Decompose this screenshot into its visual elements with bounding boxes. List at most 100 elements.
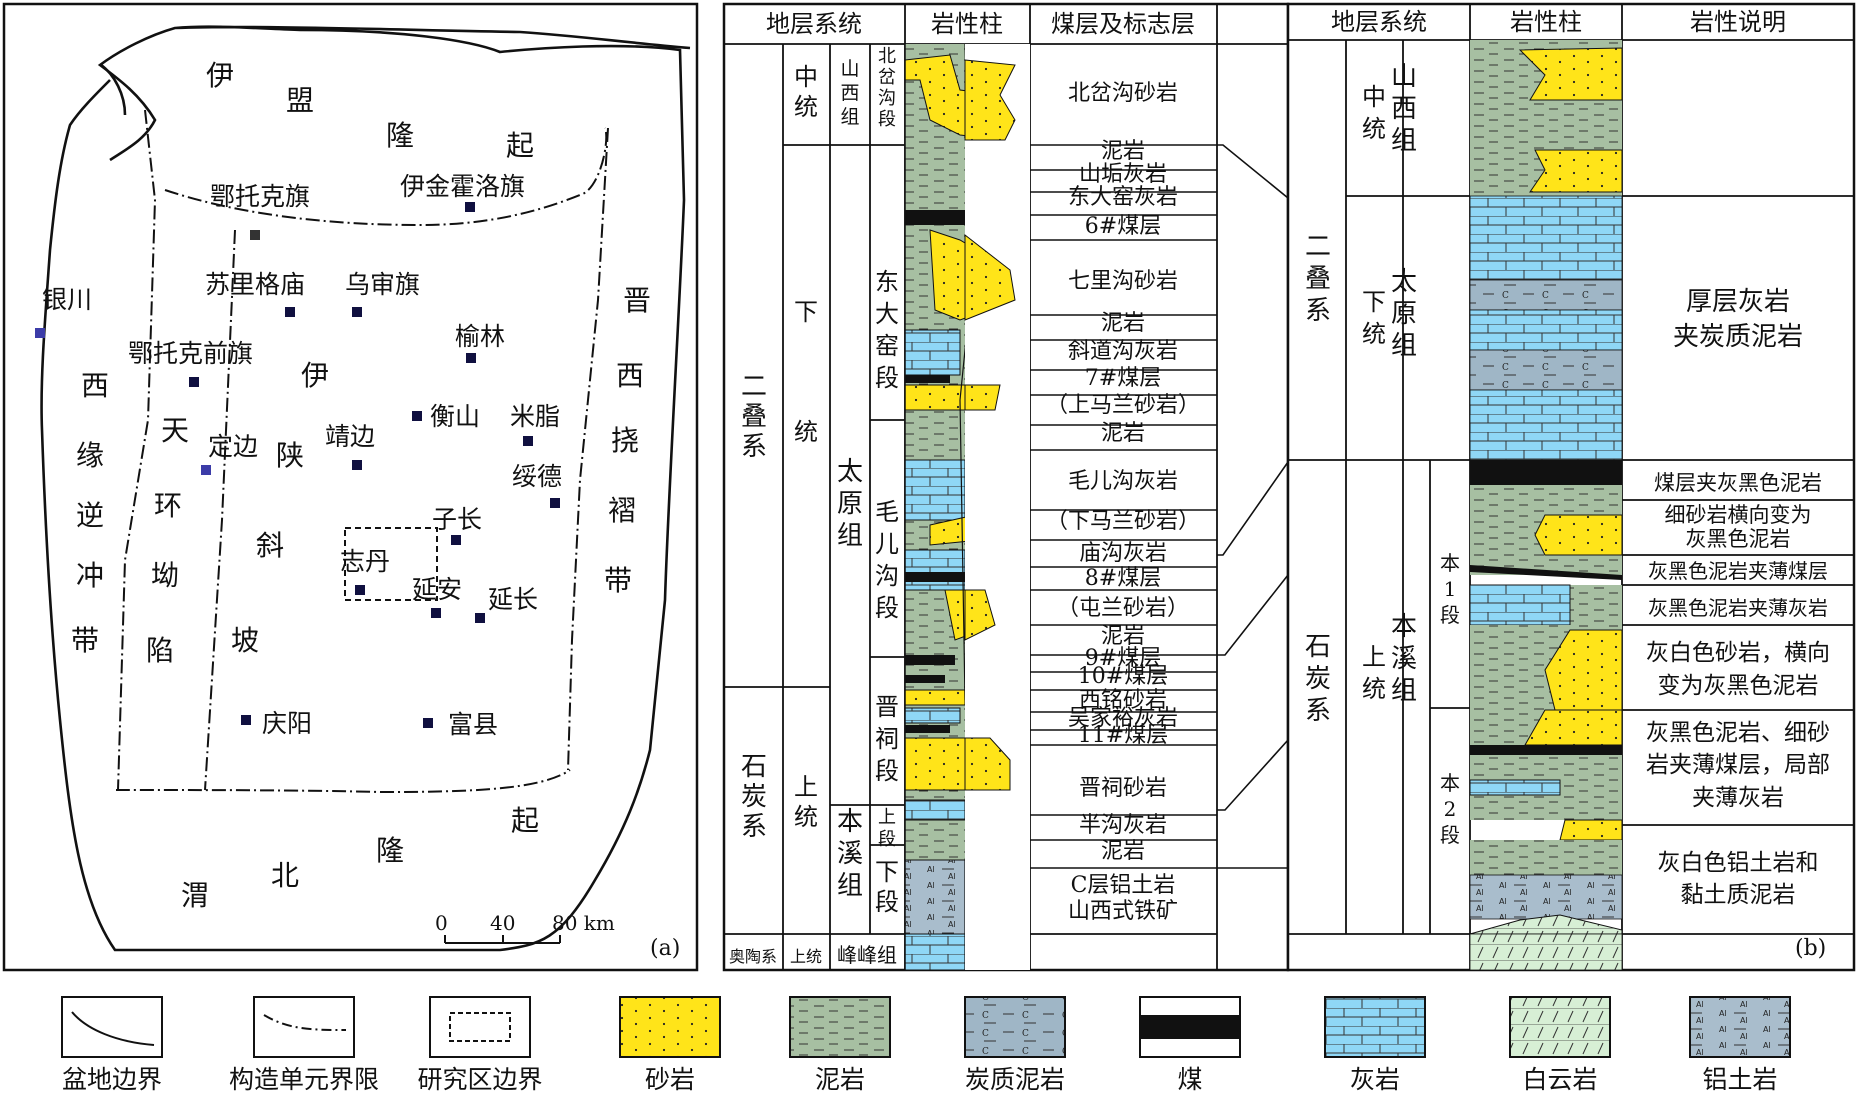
description-label: 夹薄灰岩	[1692, 785, 1784, 811]
city-marker	[352, 460, 362, 470]
city-marker	[189, 377, 199, 387]
description-label: 灰白色铝土岩和	[1658, 850, 1819, 876]
col-a-member-jinci-char: 晋	[875, 693, 899, 721]
col-a-member-maoergou-char: 沟	[875, 562, 899, 590]
unit-jinxi-char: 晋	[623, 284, 651, 317]
city-label: 靖边	[325, 422, 375, 451]
unit-weibei-char: 渭	[181, 879, 209, 912]
col-b-system-carboniferous-char: 系	[1305, 696, 1331, 726]
col-a-formation-taiyuan-char: 原	[837, 489, 863, 519]
city-marker	[451, 535, 461, 545]
city-marker	[466, 353, 476, 363]
marker-bed-label: （屯兰砂岩）	[1057, 596, 1189, 621]
col-a-series-lower-char: 统	[794, 418, 818, 446]
col-b-member-ben1-char: 1	[1444, 577, 1457, 601]
marker-bed-label: 泥岩	[1101, 421, 1145, 446]
unit-jinxi-char: 带	[604, 564, 632, 597]
col-b-member-ben2-char: 本	[1440, 771, 1460, 795]
description-label: 细砂岩横向变为	[1665, 503, 1812, 527]
col-a-system-carboniferous-char: 石	[741, 752, 767, 782]
description-label: 黏土质泥岩	[1681, 882, 1796, 908]
unit-tianhuan-char: 环	[154, 489, 182, 522]
marker-bed-label: 庙沟灰岩	[1079, 541, 1167, 566]
unit-xiyuan-char: 缘	[76, 439, 104, 472]
col-a-member-beichagou-char: 岔	[878, 67, 896, 88]
col-a-member-beichagou-char: 沟	[878, 88, 896, 109]
study-area-boundary	[344, 527, 438, 601]
col-b-system-permian-char: 系	[1305, 296, 1331, 326]
description-label: 灰黑色泥岩、细砂	[1646, 720, 1830, 746]
city-marker	[412, 411, 422, 421]
marker-bed-label: 半沟灰岩	[1079, 813, 1167, 838]
city-label: 绥德	[512, 462, 562, 491]
col-a-series-upper-char: 统	[794, 803, 818, 831]
unit-yimeng-char: 隆	[386, 119, 414, 152]
marker-bed-label: 7#煤层	[1085, 366, 1161, 391]
legend-unit-line	[263, 1014, 347, 1031]
stratigraphic-column-b: 地层系统岩性柱岩性说明二叠系石炭系中统下统上统山西组太原组本溪组本1段本2段厚层…	[1286, 2, 1856, 972]
legend-label: 构造单元界限	[229, 1065, 379, 1094]
marker-bed-label: 西铭砂岩	[1079, 688, 1167, 713]
col-a-member-lower-char: 段	[875, 888, 899, 916]
unit-jinxi-char: 挠	[611, 424, 639, 457]
city-marker	[550, 498, 560, 508]
legend-coal-band	[1140, 1015, 1240, 1039]
col-b-formation-shanxi-char: 西	[1391, 94, 1417, 124]
col-b-formation-benxi-char: 本	[1391, 612, 1417, 642]
lithology-column-b	[1469, 40, 1623, 971]
legend-study-box	[449, 1012, 511, 1042]
col-a-member-maoergou-char: 毛	[875, 498, 899, 526]
city-marker	[352, 307, 362, 317]
col-b-system-carboniferous-char: 石	[1305, 632, 1331, 662]
col-a-header-lithology: 岩性柱	[931, 10, 1003, 38]
legend-label: 炭质泥岩	[965, 1065, 1065, 1094]
city-label: 鄂托克前旗	[128, 339, 253, 368]
col-b-system-permian-char: 二	[1305, 232, 1331, 262]
legend-swatch	[1324, 996, 1426, 1058]
col-a-system-permian-char: 二	[741, 372, 767, 402]
legend-swatch	[789, 996, 891, 1058]
col-a-member-maoergou-char: 段	[875, 594, 899, 622]
col-a-series-upper-ord: 上统	[790, 947, 822, 966]
description-label: 岩夹薄煤层，局部	[1646, 752, 1830, 778]
city-marker	[523, 436, 533, 446]
panel-b-label: (b)	[1795, 936, 1826, 961]
legend-swatch	[1689, 996, 1791, 1058]
legend-label: 研究区边界	[417, 1065, 542, 1094]
col-a-member-upper-char: 上	[878, 807, 896, 828]
correlation-lines	[1217, 144, 1289, 869]
legend-swatch	[1509, 996, 1611, 1058]
legend-basin-line	[71, 1011, 155, 1046]
map-frame	[2, 2, 699, 972]
city-marker	[355, 585, 365, 595]
legend-label: 铝土岩	[1702, 1065, 1777, 1094]
col-a-member-jinci-char: 段	[875, 757, 899, 785]
unit-weibei-char: 起	[511, 804, 539, 837]
col-b-formation-taiyuan-char: 组	[1391, 331, 1417, 361]
legend: 盆地边界构造单元界限研究区边界砂岩泥岩炭质泥岩煤灰岩白云岩铝土岩	[61, 996, 1791, 1094]
marker-bed-label: 七里沟砂岩	[1068, 269, 1178, 294]
unit-xiyuan-char: 逆	[76, 499, 104, 532]
city-marker	[241, 715, 251, 725]
description-label: 厚层灰岩	[1686, 287, 1790, 317]
unit-tianhuan-char: 坳	[151, 559, 179, 592]
marker-bed-dividers	[1030, 144, 1217, 869]
col-b-formation-benxi-char: 溪	[1391, 644, 1417, 674]
city-label: 乌审旗	[345, 270, 420, 299]
scale-tick-0: 0	[435, 911, 448, 935]
col-b-member-ben1-char: 本	[1440, 551, 1460, 575]
col-a-system-permian-char: 叠	[741, 402, 767, 432]
marker-bed-label: C层铝土岩	[1071, 873, 1176, 898]
col-b-member-ben1-char: 段	[1440, 603, 1460, 627]
description-label: 煤层夹灰黑色泥岩	[1654, 471, 1822, 495]
legend-swatch	[61, 996, 163, 1058]
city-marker	[35, 328, 45, 338]
unit-jinxi-char: 西	[616, 359, 644, 392]
col-a-member-beichagou-char: 段	[878, 109, 896, 130]
col-b-formation-taiyuan-char: 太	[1391, 267, 1417, 297]
legend-swatch	[253, 996, 355, 1058]
city-marker	[201, 465, 211, 475]
unit-yimeng-char: 盟	[286, 84, 314, 117]
unit-yimeng-char: 伊	[206, 59, 234, 92]
